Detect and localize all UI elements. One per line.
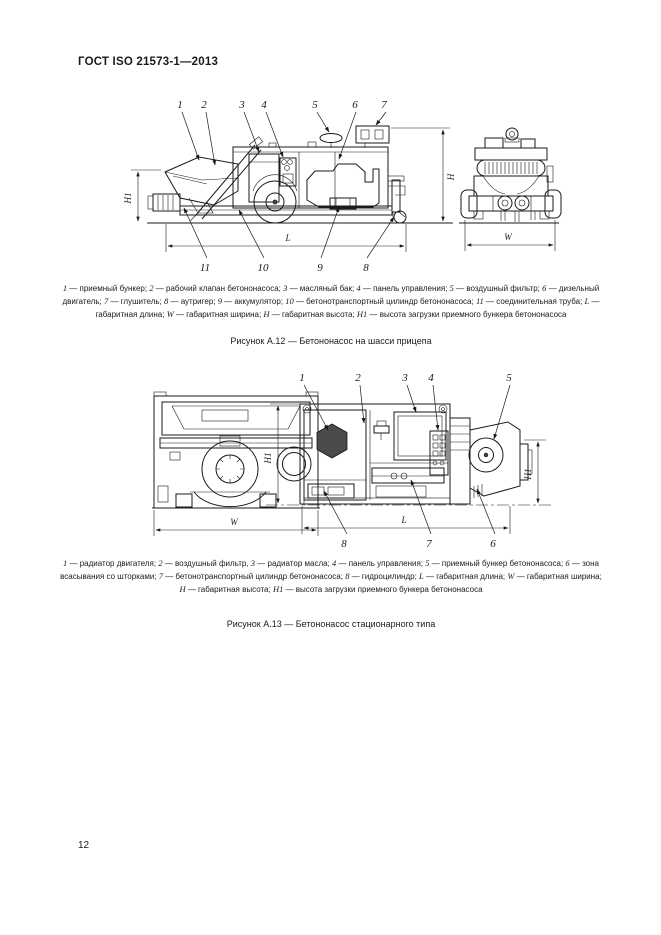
figure-a13-caption: Рисунок А.13 — Бетононасос стационарного… [226, 619, 436, 629]
transport-cylinder [371, 467, 445, 498]
callout-4: 4 [428, 372, 434, 384]
callout-6: 6 [352, 99, 358, 111]
pump-housing [201, 440, 259, 498]
hydro-cylinder [307, 483, 355, 499]
callout-2: 2 [201, 99, 207, 111]
callout-9: 9 [317, 262, 323, 274]
diesel-engine [306, 163, 380, 208]
engine-radiator [303, 409, 367, 501]
control-panel [279, 157, 297, 187]
page-number: 12 [78, 840, 90, 851]
dimension-h1-right: H1 [523, 439, 546, 504]
wheel [252, 174, 298, 224]
dimension-h: H [391, 127, 456, 222]
dim-label-l: L [284, 233, 290, 243]
rear-bracket [388, 185, 406, 196]
pump-front-view [152, 391, 320, 509]
dimension-h1: H1 [123, 169, 161, 222]
receiving-hopper [449, 417, 533, 505]
callout-5: 5 [506, 372, 512, 384]
dim-label-w: W [504, 232, 513, 242]
figure-a12-drawing: H1 H L W [123, 99, 562, 274]
dim-label-h: H [446, 173, 456, 181]
pump-side-view [299, 403, 533, 505]
radiator-band [476, 159, 546, 177]
figure-a13-drawing: W [152, 372, 554, 550]
callout-7: 7 [426, 538, 432, 550]
oil-tank [248, 153, 280, 203]
callout-2: 2 [355, 372, 361, 384]
dimension-h1-left: H1 [263, 403, 304, 504]
document-header: ГОСТ ISO 21573-1—2013 [78, 56, 219, 68]
callout-6: 6 [490, 538, 496, 550]
callout-1: 1 [299, 372, 305, 384]
callout-7: 7 [381, 99, 387, 111]
callout-3: 3 [401, 372, 408, 384]
callout-5: 5 [312, 99, 318, 111]
callout-8: 8 [341, 538, 347, 550]
callout-4: 4 [261, 99, 267, 111]
air-filter [373, 420, 390, 440]
bottom-trough [193, 491, 267, 508]
dim-label-h1-left: H1 [263, 453, 273, 465]
dim-label-h1-right: H1 [523, 469, 533, 481]
control-panel [429, 430, 449, 476]
pump-front-view [460, 127, 562, 222]
callout-10: 10 [258, 262, 270, 274]
dim-label-l: L [400, 515, 406, 525]
air-filter [319, 133, 343, 148]
callout-3: 3 [238, 99, 245, 111]
connecting-pipe [189, 136, 263, 222]
dim-label-w: W [230, 517, 239, 527]
pump-side-view [147, 125, 407, 224]
callout-8: 8 [363, 262, 369, 274]
dimension-w: W [153, 510, 319, 536]
callout-leaders [181, 111, 395, 259]
figure-a12-legend: 1 — приемный бункер; 2 — рабочий клапан … [62, 283, 600, 319]
callout-1: 1 [177, 99, 183, 111]
muffler [355, 125, 390, 148]
callout-11: 11 [200, 262, 210, 274]
dim-label-h1: H1 [123, 193, 133, 205]
concrete-cylinder [147, 193, 181, 212]
outrigger [387, 175, 407, 224]
figure-a13-legend: 1 — радиатор двигателя; 2 — воздушный фи… [60, 558, 602, 594]
figure-a12-caption: Рисунок А.12 — Бетононасос на шасси приц… [230, 336, 432, 346]
callout-leaders [303, 384, 511, 535]
receiving-hopper [164, 156, 239, 214]
dimension-l: L [165, 224, 407, 252]
dimension-l: L [301, 506, 511, 534]
dimension-w: W [464, 220, 556, 251]
oil-radiator [393, 411, 447, 461]
